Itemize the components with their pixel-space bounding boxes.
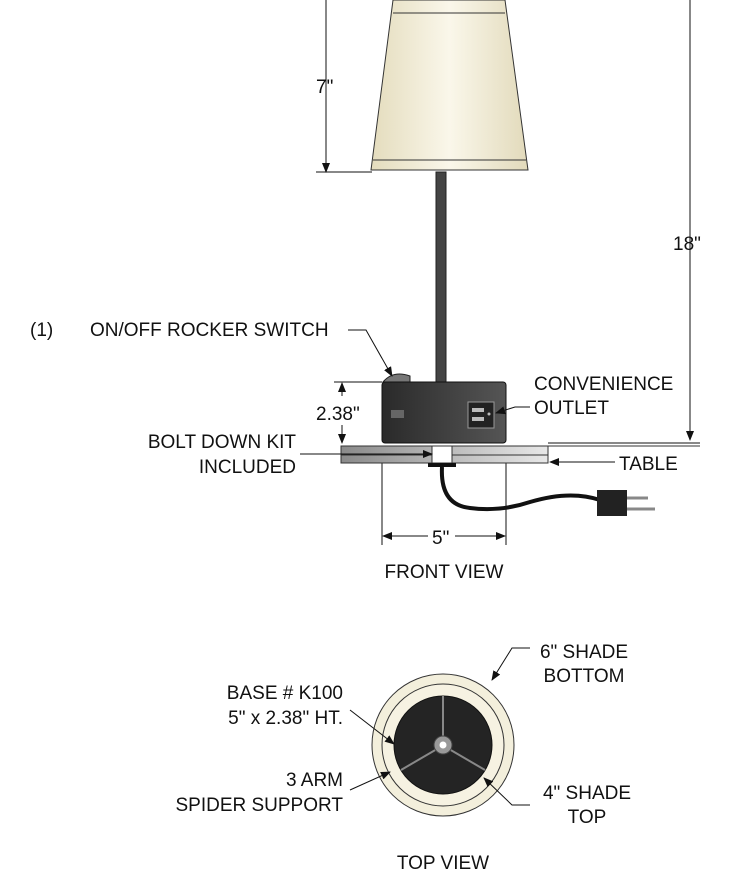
table [340, 445, 700, 467]
leader-lines [300, 329, 615, 466]
shade-bottom-label-2: BOTTOM [544, 666, 625, 687]
dim-base-width: 5" [432, 528, 449, 549]
lamp-stem [435, 171, 447, 383]
usb-port-icon [391, 410, 404, 418]
dim-base-height: 2.38" [316, 404, 360, 425]
power-cord [439, 466, 655, 516]
switch-label: ON/OFF ROCKER SWITCH [90, 320, 329, 341]
top-view-leaders [349, 647, 530, 806]
outlet-label-2: OUTLET [534, 398, 609, 419]
lamp-shade [370, 0, 529, 171]
spider-label-1: 3 ARM [286, 770, 343, 791]
table-label: TABLE [619, 454, 678, 475]
bolt-label-1: BOLT DOWN KIT [148, 432, 297, 453]
base-label-2: 5" x 2.38" HT. [228, 708, 343, 729]
shade-top-label-1: 4" SHADE [543, 783, 631, 804]
spider-label-2: SPIDER SUPPORT [175, 795, 343, 816]
base-label-1: BASE # K100 [227, 683, 343, 704]
switch-qty: (1) [30, 320, 53, 341]
shade-top-label-2: TOP [568, 807, 607, 828]
front-view-title: FRONT VIEW [385, 562, 504, 583]
top-view-title: TOP VIEW [397, 853, 489, 874]
base-k100 [381, 373, 507, 444]
dim-total-height: 18" [673, 234, 701, 255]
bolt-label-2: INCLUDED [199, 457, 296, 478]
rocker-switch [381, 373, 411, 383]
outlet-label-1: CONVENIENCE [534, 374, 673, 395]
shade-bottom-label-1: 6" SHADE [540, 642, 628, 663]
dimension-lines [316, 0, 700, 545]
top-view-drawing [371, 673, 515, 817]
dim-shade-height: 7" [316, 77, 333, 98]
